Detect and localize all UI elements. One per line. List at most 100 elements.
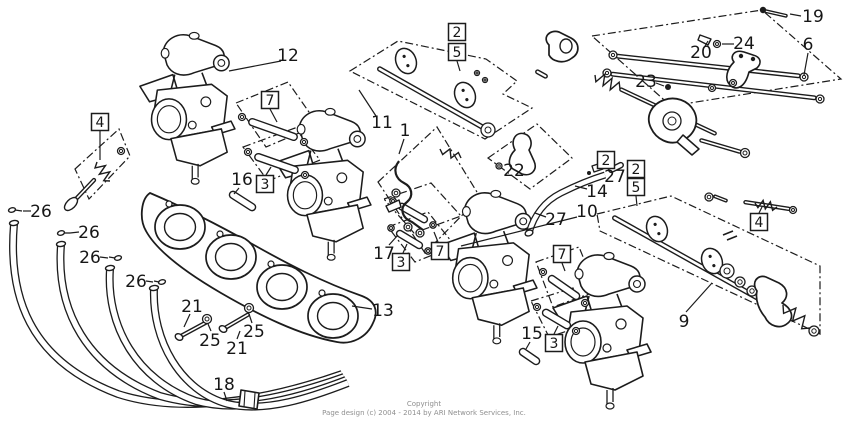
part-number: 4 [96, 115, 105, 131]
bracket-22-screw [495, 162, 503, 170]
label-box [430, 241, 450, 261]
part-label-17-31[interactable]: 17 [373, 234, 399, 264]
manifold-bolt-21b-head [218, 325, 228, 333]
choke-oring-c [415, 228, 425, 238]
screw-4-head [63, 196, 79, 212]
choke-cone [385, 199, 402, 213]
part-number: 5 [453, 45, 462, 61]
part-label-25-26[interactable]: 25 [199, 323, 221, 351]
part-label-15-36[interactable]: 15 [521, 324, 543, 350]
part-label-13-30[interactable]: 13 [351, 301, 394, 321]
part-label-3-14[interactable]: 3 [255, 166, 275, 194]
carburetor-3 [440, 189, 538, 345]
part-label-22-12[interactable]: 22 [503, 161, 525, 181]
pin-23 [535, 69, 548, 79]
part-label-6-1[interactable]: 6 [803, 35, 814, 76]
part-label-3-32[interactable]: 3 [391, 243, 411, 272]
lower-washer-a [734, 276, 746, 288]
part-label-27-34[interactable]: 27 [534, 210, 567, 230]
part-number: 22 [503, 161, 525, 181]
part-label-23-4[interactable]: 23 [635, 72, 665, 92]
oring-3-left-a [243, 147, 253, 157]
part-label-16-13[interactable]: 16 [231, 170, 253, 195]
part-label-20-3[interactable]: 20 [690, 40, 712, 63]
label-box [447, 22, 467, 42]
rod-6-a-eye1 [608, 50, 618, 60]
vent-hose-2 [56, 244, 346, 408]
part-label-18-29[interactable]: 18 [213, 375, 235, 402]
lower-spring-cap [808, 325, 820, 337]
part-label-26-24[interactable]: 26 [125, 272, 154, 292]
bolt-19-shaft [764, 9, 788, 18]
oring-7-right-b [580, 298, 590, 308]
spring-23 [594, 72, 621, 92]
label-box [749, 212, 769, 232]
part-label-14-19[interactable]: 14 [574, 182, 608, 202]
joint-tube-3-left [254, 152, 299, 175]
kit-box-joint-tube-7-mid [382, 182, 463, 234]
hub-23-arm [676, 134, 700, 156]
part-label-7-8[interactable]: 7 [260, 90, 280, 123]
part-label-2-15[interactable]: 2 [596, 150, 616, 170]
part-label-12-7[interactable]: 12 [228, 46, 299, 72]
part-label-26-22[interactable]: 26 [69, 223, 100, 243]
part-number: 26 [30, 202, 52, 222]
hub-23-ring [662, 111, 682, 131]
label-box [260, 90, 280, 110]
cable-bracket-hole [559, 38, 573, 54]
part-label-4-9[interactable]: 4 [90, 112, 110, 161]
part-label-4-39[interactable]: 4 [749, 206, 769, 232]
part-label-26-21[interactable]: 26 [23, 202, 52, 222]
part-label-10-20[interactable]: 10 [460, 202, 598, 247]
part-number: 23 [635, 72, 657, 92]
label-box [90, 112, 110, 132]
part-label-5-18[interactable]: 5 [626, 177, 646, 207]
kit-box-rod-set-6 [590, 9, 843, 107]
part-label-21-28[interactable]: 21 [226, 330, 248, 359]
oring-3-mid-b [424, 247, 432, 255]
oring-4 [116, 146, 126, 156]
carburetor-4 [552, 251, 652, 410]
bracket-22 [508, 132, 536, 176]
label-box [255, 174, 275, 194]
part-label-3-37[interactable]: 3 [544, 325, 564, 353]
manifold-bolt-21a-head [174, 333, 184, 341]
part-label-2-5[interactable]: 2 [447, 22, 467, 42]
footer-copyright-line2: Page design (c) 2004 - 2014 by ARI Netwo… [322, 409, 526, 417]
hose-1-end-cap [8, 219, 20, 227]
elbow-end-cap [524, 229, 534, 237]
part-label-5-6[interactable]: 5 [447, 42, 467, 72]
part-label-9-38[interactable]: 9 [679, 282, 713, 332]
part-number: 25 [243, 322, 265, 342]
vent-screw-26d [157, 278, 167, 286]
part-number: 7 [266, 93, 275, 109]
part-label-19-0[interactable]: 19 [789, 7, 824, 27]
screw-4-right [713, 194, 728, 203]
part-number: 26 [78, 223, 100, 243]
lower-collar [719, 263, 735, 279]
washer-25b [243, 302, 255, 314]
part-number: 7 [558, 247, 567, 263]
hose-4-end-cap [148, 284, 160, 292]
part-label-27-16[interactable]: 27 [604, 167, 626, 187]
part-label-11-10[interactable]: 11 [358, 89, 393, 133]
kit-box-upper-throttle-shaft [348, 40, 534, 140]
intake-manifold [140, 191, 377, 344]
label-box [596, 150, 616, 170]
rod-6-b-eye2 [815, 94, 825, 104]
part-label-1-11[interactable]: 1 [398, 121, 410, 155]
part-number: 25 [199, 331, 221, 351]
part-label-7-33[interactable]: 7 [430, 231, 450, 261]
part-label-25-27[interactable]: 25 [243, 313, 265, 342]
part-label-7-35[interactable]: 7 [552, 244, 572, 272]
part-label-21-25[interactable]: 21 [181, 297, 203, 328]
spring-screw-4-right-coil [754, 198, 778, 212]
oring-7-mid-b [429, 221, 437, 229]
part-label-24-2[interactable]: 24 [722, 34, 755, 54]
joint-tube-3-right [541, 308, 572, 330]
part-label-26-23[interactable]: 26 [79, 248, 109, 268]
part-label-2-17[interactable]: 2 [626, 159, 646, 179]
part-number: 10 [576, 202, 598, 222]
shaft-23-cap [739, 147, 751, 159]
